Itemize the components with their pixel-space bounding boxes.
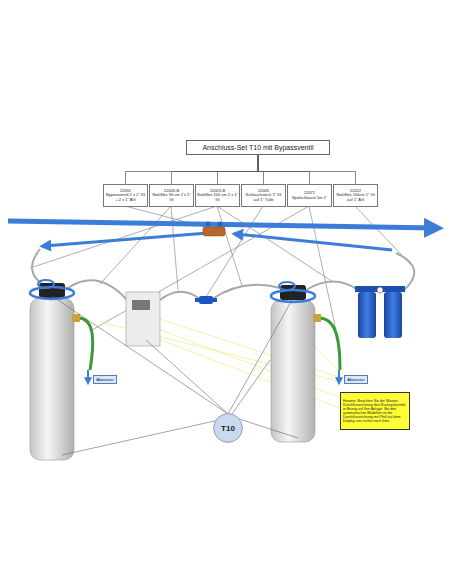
pointer-line — [232, 360, 270, 414]
valve-handle — [218, 222, 223, 227]
leader-line — [100, 206, 171, 284]
circle-shape — [214, 414, 243, 443]
t10-lines — [52, 296, 298, 455]
part-box: 22022Stahlflex 100cm 1" IG auf 1" AG — [333, 184, 378, 207]
control-head — [39, 283, 65, 298]
node-text: Stahlflex 30 cm 2 x 1" IG — [151, 193, 192, 202]
control-head — [280, 285, 306, 300]
flow-ring — [38, 280, 54, 288]
pointer-line — [52, 296, 228, 414]
leader-line — [171, 206, 178, 290]
filter-tank — [271, 300, 315, 442]
note-box: Hinweis: Beachten Sie die Wasser-Durchfl… — [340, 392, 410, 430]
drain-arrow — [87, 370, 89, 382]
flow-arrow — [236, 234, 392, 250]
node-text: Spülschlauch 5m 1" — [292, 196, 327, 201]
steel-hose — [160, 292, 200, 300]
leader-line — [217, 206, 333, 282]
control-panel — [132, 300, 150, 310]
pointer-line — [236, 418, 298, 438]
steel-hose — [306, 282, 358, 291]
steel-hose — [68, 280, 127, 300]
drain-hose — [319, 318, 340, 370]
node-text: Schlauchstück 1" IG auf 1" Tülle — [243, 193, 284, 202]
flow-ring — [279, 282, 295, 290]
leader-line — [206, 206, 263, 297]
bracket-connector — [126, 155, 259, 184]
bracket-connector — [172, 155, 259, 184]
drain-arrow — [338, 370, 340, 382]
filter-housing — [384, 292, 402, 338]
pointer-line — [146, 340, 228, 414]
drain-label: Abwasser — [344, 375, 368, 384]
drain-hose — [78, 318, 93, 370]
steel-hose — [396, 253, 414, 290]
part-box: 22023-BStahlflex 100 cm 2 x 1" IG — [195, 184, 240, 207]
brass-fitting — [72, 314, 80, 322]
hose-fitting-end — [213, 298, 217, 302]
steel-hose — [212, 285, 280, 299]
bypass-valve — [203, 227, 225, 236]
filter-tank — [30, 298, 74, 460]
flow-ring — [271, 290, 315, 302]
node-heading: T10 — [221, 424, 235, 433]
bracket-connector — [258, 155, 264, 184]
bracket-connector — [258, 155, 310, 184]
flow-arrow — [44, 233, 208, 246]
hose-fitting-end — [195, 298, 199, 302]
filter-bracket — [355, 286, 405, 292]
valve-handle — [206, 222, 211, 227]
node-text: Stahlflex 100 cm 2 x 1" IG — [197, 193, 238, 202]
node-heading: Hinweis: Beachten Sie die Wasser-Durchfl… — [343, 399, 407, 424]
title-box: Anschluss-Set T10 mit Bypassventil — [186, 140, 330, 155]
brass-fitting — [313, 314, 321, 322]
brine-box — [126, 292, 160, 346]
steel-hoses — [32, 249, 414, 300]
part-box: 22026-BStahlflex 30 cm 2 x 1" IG — [149, 184, 194, 207]
flow-ring — [30, 287, 74, 299]
pointer-line — [62, 418, 228, 455]
pointer-line — [228, 300, 292, 414]
bracket-connector — [218, 155, 259, 184]
part-box: 22045Schlauchstück 1" IG auf 1" Tülle — [241, 184, 286, 207]
set-circle: T10 — [213, 413, 243, 443]
drain-label: Abwasser — [93, 375, 117, 384]
filter-housing — [358, 292, 376, 338]
part-box: 22071Spülschlauch 5m 1" — [287, 184, 332, 207]
node-text: Bypassventil 2 x 1" IG + 2 x 1" AG — [105, 193, 146, 202]
leader-line — [30, 206, 217, 268]
part-box: 22031Bypassventil 2 x 1" IG + 2 x 1" AG — [103, 184, 148, 207]
pressure-gauge — [377, 287, 383, 293]
node-text: Stahlflex 100cm 1" IG auf 1" AG — [335, 193, 376, 202]
bracket-connector — [258, 155, 356, 184]
node-heading: Anschluss-Set T10 mit Bypassventil — [202, 144, 313, 151]
hose-fitting — [199, 296, 213, 304]
